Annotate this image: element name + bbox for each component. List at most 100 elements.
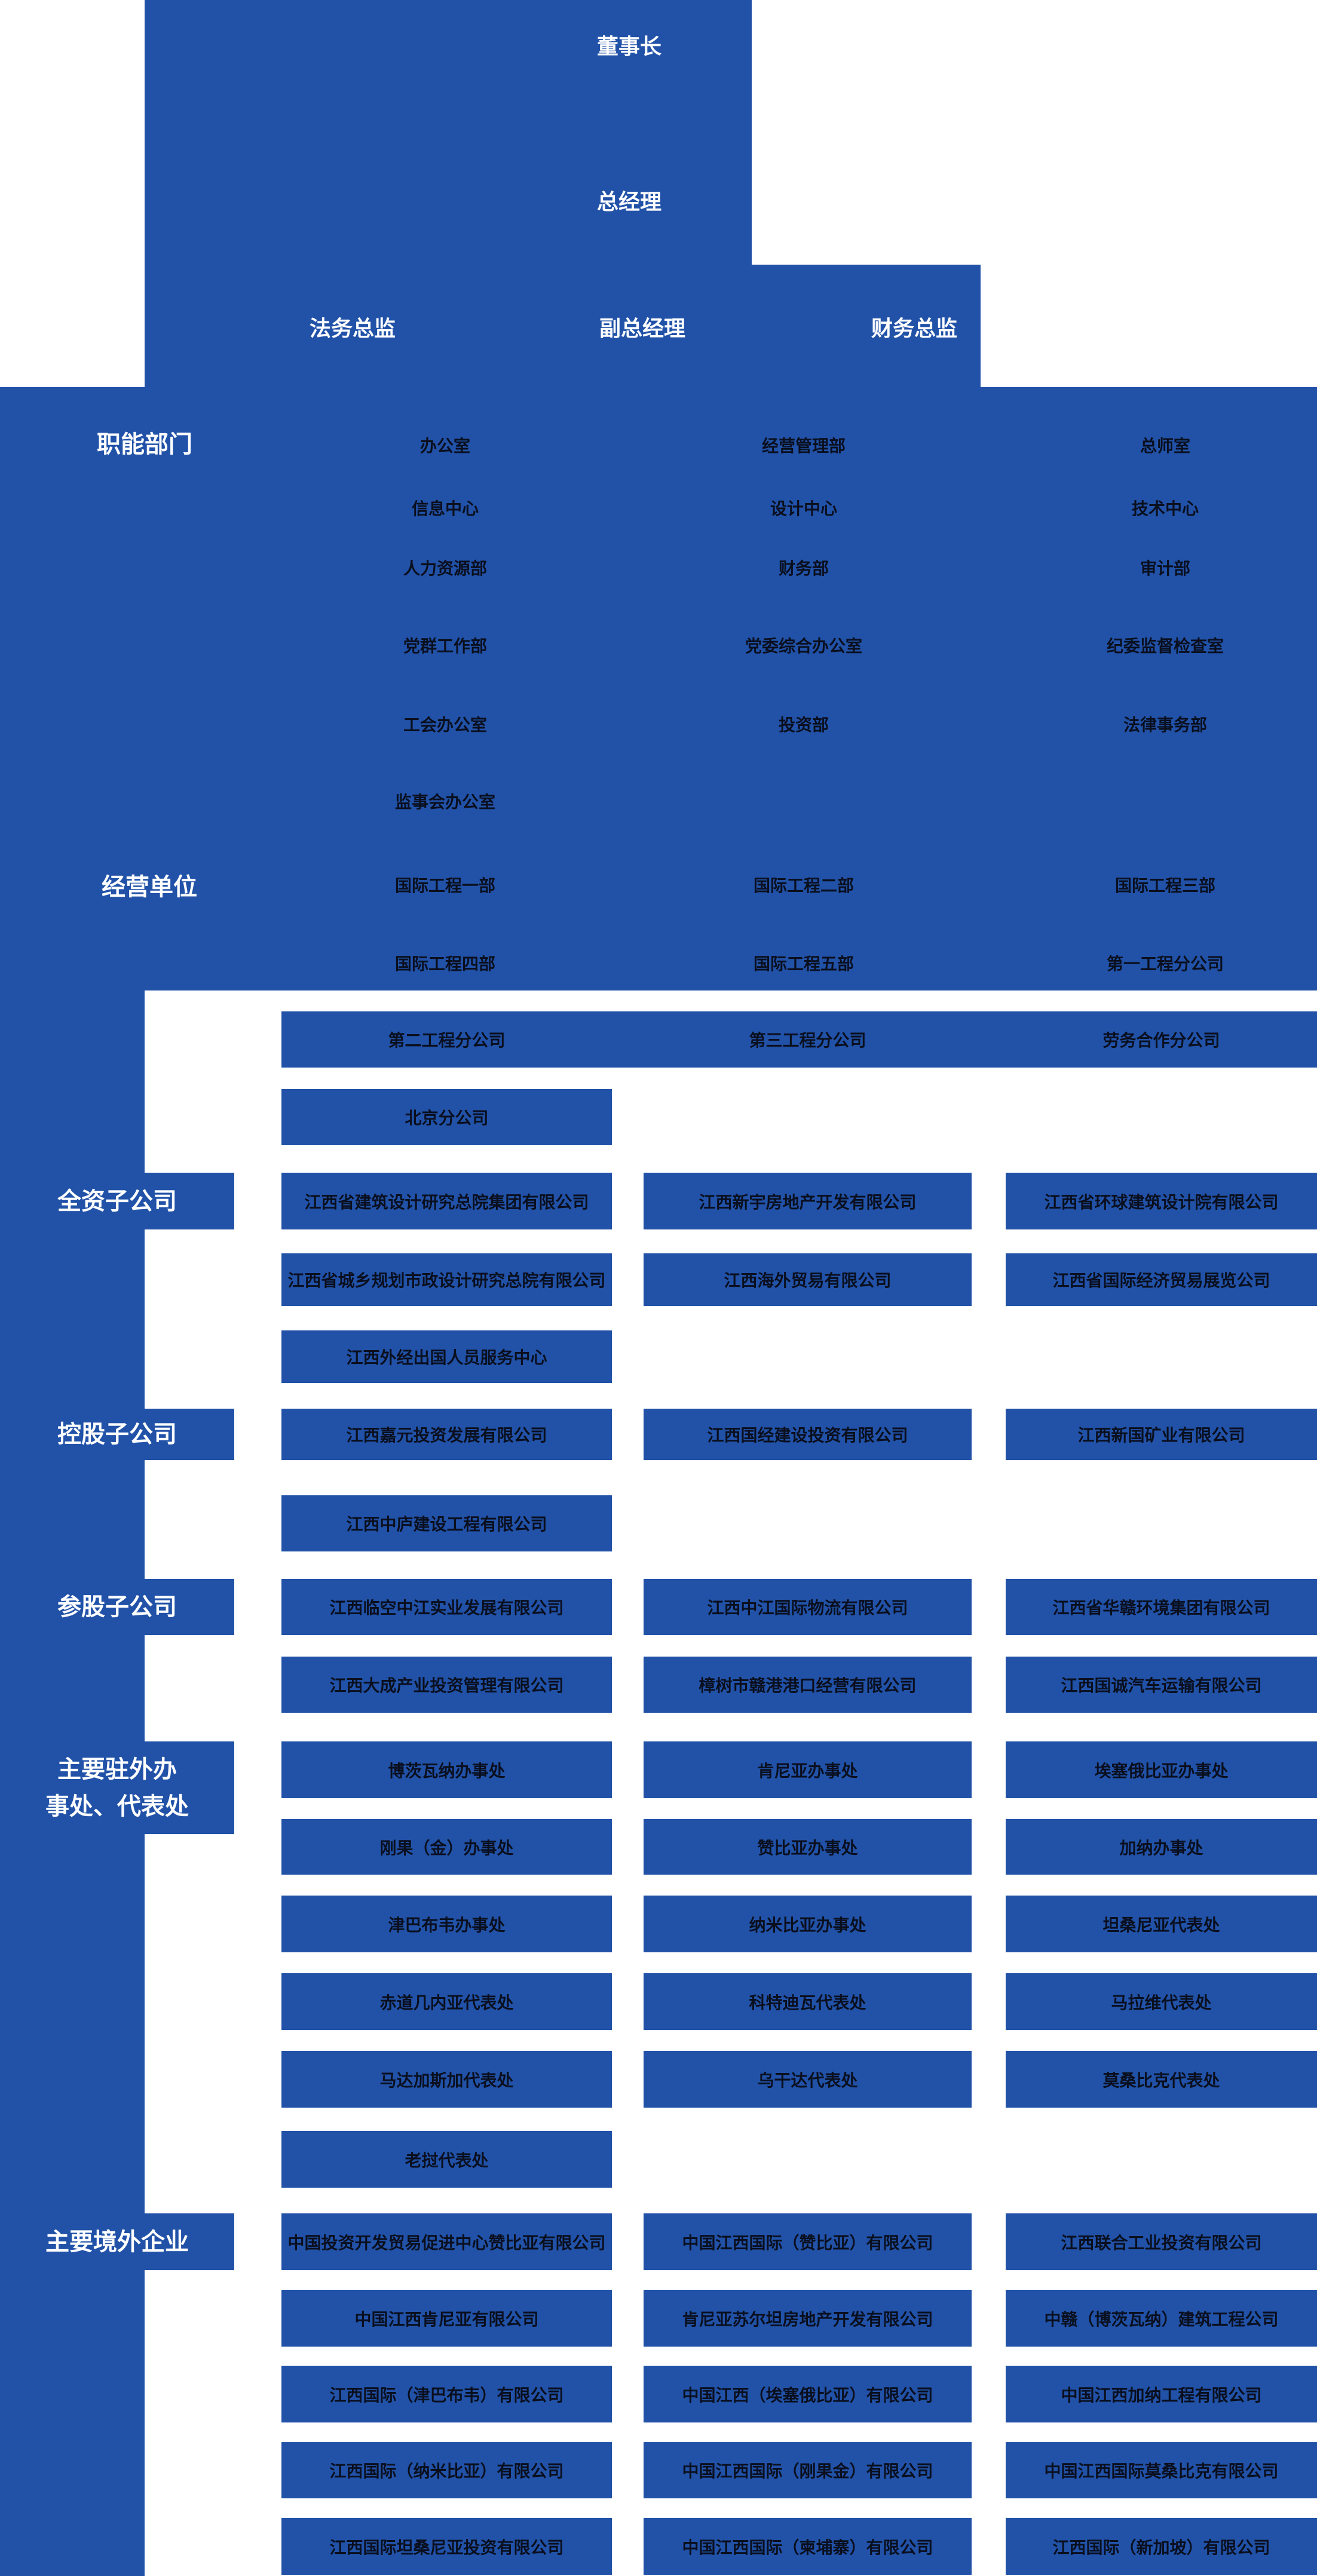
org-node: 刚果（金）办事处 bbox=[281, 1819, 612, 1875]
dept-node: 审计部 bbox=[1140, 559, 1191, 578]
org-node-label: 江西省城乡规划市政设计研究总院有限公司 bbox=[287, 1271, 606, 1290]
dept-node: 工会办公室 bbox=[403, 715, 488, 735]
org-node-label: 赞比亚办事处 bbox=[757, 1838, 858, 1858]
org-node-label: 埃塞俄比亚办事处 bbox=[1094, 1761, 1229, 1781]
org-node-label: 江西国际（新加坡）有限公司 bbox=[1052, 2537, 1270, 2557]
dept-node: 国际工程四部 bbox=[394, 954, 496, 974]
org-node: 加纳办事处 bbox=[1006, 1819, 1317, 1875]
org-node: 中国江西国际（刚果金）有限公司 bbox=[644, 2442, 972, 2498]
section-label-text: 控股子公司 bbox=[57, 1421, 177, 1448]
org-node: 江西中江国际物流有限公司 bbox=[644, 1579, 972, 1635]
dept-node: 国际工程五部 bbox=[753, 954, 854, 974]
org-node: 江西海外贸易有限公司 bbox=[644, 1253, 972, 1306]
dept-node: 财务部 bbox=[778, 559, 829, 578]
dept-node: 第一工程分公司 bbox=[1106, 954, 1224, 974]
dept-node: 办公室 bbox=[419, 436, 471, 456]
org-node-label: 肯尼亚办事处 bbox=[757, 1761, 858, 1781]
org-node-label: 肯尼亚苏尔坦房地产开发有限公司 bbox=[682, 2309, 933, 2329]
org-node: 江西联合工业投资有限公司 bbox=[1006, 2213, 1317, 2270]
org-node-label: 江西新国矿业有限公司 bbox=[1077, 1425, 1245, 1445]
org-node-label: 江西国际坦桑尼亚投资有限公司 bbox=[329, 2537, 564, 2557]
org-node-label: 马达加斯加代表处 bbox=[379, 2070, 514, 2090]
org-node: 肯尼亚办事处 bbox=[644, 1741, 972, 1798]
org-node-label: 江西国经建设投资有限公司 bbox=[707, 1425, 908, 1445]
section-label-box: 主要境外企业 bbox=[0, 2213, 234, 2270]
dept-node: 纪委监督检查室 bbox=[1106, 636, 1224, 656]
org-node: 江西新国矿业有限公司 bbox=[1006, 1409, 1317, 1460]
org-node: 江西国际（新加坡）有限公司 bbox=[1006, 2518, 1317, 2575]
org-node-label: 江西大成产业投资管理有限公司 bbox=[329, 1676, 564, 1695]
org-node: 江西省建筑设计研究总院集团有限公司 bbox=[281, 1173, 612, 1229]
branch-node: 劳务合作分公司 bbox=[1102, 1031, 1220, 1050]
org-node: 中国江西国际（赞比亚）有限公司 bbox=[644, 2213, 972, 2270]
section-label-box: 主要驻外办事处、代表处 bbox=[0, 1741, 234, 1834]
org-node-label: 江西海外贸易有限公司 bbox=[724, 1271, 892, 1290]
dept-node: 总师室 bbox=[1140, 436, 1191, 456]
org-node-label: 中国江西肯尼亚有限公司 bbox=[354, 2309, 539, 2329]
section-label-box: 控股子公司 bbox=[0, 1409, 234, 1460]
org-node: 江西省华赣环境集团有限公司 bbox=[1006, 1579, 1317, 1635]
top-block-background bbox=[145, 0, 752, 265]
branch-band bbox=[281, 1011, 1317, 1068]
org-node-label: 樟树市赣港港口经营有限公司 bbox=[699, 1676, 917, 1695]
org-node-label: 老挝代表处 bbox=[405, 2150, 489, 2170]
org-node: 乌干达代表处 bbox=[644, 2051, 972, 2108]
org-node: 马拉维代表处 bbox=[1006, 1973, 1317, 2030]
org-node-label: 中赣（博茨瓦纳）建筑工程公司 bbox=[1044, 2309, 1279, 2329]
org-node-label: 博茨瓦纳办事处 bbox=[388, 1761, 506, 1781]
section-label-box: 全资子公司 bbox=[0, 1173, 234, 1229]
executive-row-background bbox=[145, 265, 981, 387]
org-node: 北京分公司 bbox=[281, 1089, 612, 1145]
org-node: 江西中庐建设工程有限公司 bbox=[281, 1495, 612, 1551]
org-node-label: 乌干达代表处 bbox=[757, 2070, 858, 2090]
org-node-label: 中国江西加纳工程有限公司 bbox=[1061, 2385, 1262, 2405]
chairman-node: 董事长 bbox=[596, 35, 662, 59]
org-node-label: 江西中江国际物流有限公司 bbox=[707, 1598, 908, 1618]
org-node-label: 中国江西国际（柬埔寨）有限公司 bbox=[682, 2537, 933, 2557]
org-node: 江西国诚汽车运输有限公司 bbox=[1006, 1657, 1317, 1713]
org-node: 中国江西加纳工程有限公司 bbox=[1006, 2366, 1317, 2422]
org-node: 江西国际（津巴布韦）有限公司 bbox=[281, 2366, 612, 2422]
dept-node: 设计中心 bbox=[770, 499, 838, 519]
org-node-label: 加纳办事处 bbox=[1119, 1838, 1203, 1858]
org-node: 赤道几内亚代表处 bbox=[281, 1973, 612, 2030]
org-node: 坦桑尼亚代表处 bbox=[1006, 1896, 1317, 1952]
org-node: 樟树市赣港港口经营有限公司 bbox=[644, 1657, 972, 1713]
left-rail-background bbox=[0, 387, 145, 2576]
dept-node: 人力资源部 bbox=[403, 559, 488, 578]
org-node-label: 马拉维代表处 bbox=[1111, 1992, 1212, 2013]
org-node-label: 北京分公司 bbox=[405, 1108, 489, 1128]
org-node: 江西大成产业投资管理有限公司 bbox=[281, 1657, 612, 1713]
org-node: 赞比亚办事处 bbox=[644, 1819, 972, 1875]
org-node: 江西省城乡规划市政设计研究总院有限公司 bbox=[281, 1253, 612, 1306]
org-node-label: 江西省环球建筑设计院有限公司 bbox=[1044, 1192, 1279, 1212]
section-label-line: 事处、代表处 bbox=[45, 1792, 189, 1820]
finance-director-node: 财务总监 bbox=[871, 317, 958, 341]
org-node: 江西省国际经济贸易展览公司 bbox=[1006, 1253, 1317, 1306]
section-label: 经营单位 bbox=[102, 873, 197, 901]
org-node: 埃塞俄比亚办事处 bbox=[1006, 1741, 1317, 1798]
org-node-label: 江西省国际经济贸易展览公司 bbox=[1052, 1271, 1270, 1290]
section-label-box: 参股子公司 bbox=[0, 1579, 234, 1635]
section-label-line: 主要驻外办 bbox=[57, 1755, 177, 1783]
org-node: 中国江西国际莫桑比克有限公司 bbox=[1006, 2442, 1317, 2498]
org-node-label: 江西外经出国人员服务中心 bbox=[346, 1348, 547, 1367]
org-node: 科特迪瓦代表处 bbox=[644, 1973, 972, 2030]
org-node: 江西省环球建筑设计院有限公司 bbox=[1006, 1173, 1317, 1229]
dept-node: 信息中心 bbox=[411, 499, 479, 519]
dept-node: 技术中心 bbox=[1131, 499, 1199, 519]
dept-node: 法律事务部 bbox=[1123, 715, 1208, 735]
dept-node: 党群工作部 bbox=[403, 636, 488, 656]
org-node-label: 江西省华赣环境集团有限公司 bbox=[1052, 1598, 1270, 1618]
org-node: 江西临空中江实业发展有限公司 bbox=[281, 1579, 612, 1635]
dept-node: 投资部 bbox=[778, 715, 829, 735]
org-node: 津巴布韦办事处 bbox=[281, 1896, 612, 1952]
org-node: 中国江西（埃塞俄比亚）有限公司 bbox=[644, 2366, 972, 2422]
org-node-label: 刚果（金）办事处 bbox=[379, 1838, 514, 1858]
org-node: 江西国经建设投资有限公司 bbox=[644, 1409, 972, 1460]
org-node: 老挝代表处 bbox=[281, 2131, 612, 2188]
org-node: 江西国际（纳米比亚）有限公司 bbox=[281, 2442, 612, 2498]
general-manager-node: 总经理 bbox=[596, 190, 662, 214]
org-node-label: 中国江西国际莫桑比克有限公司 bbox=[1044, 2461, 1279, 2481]
